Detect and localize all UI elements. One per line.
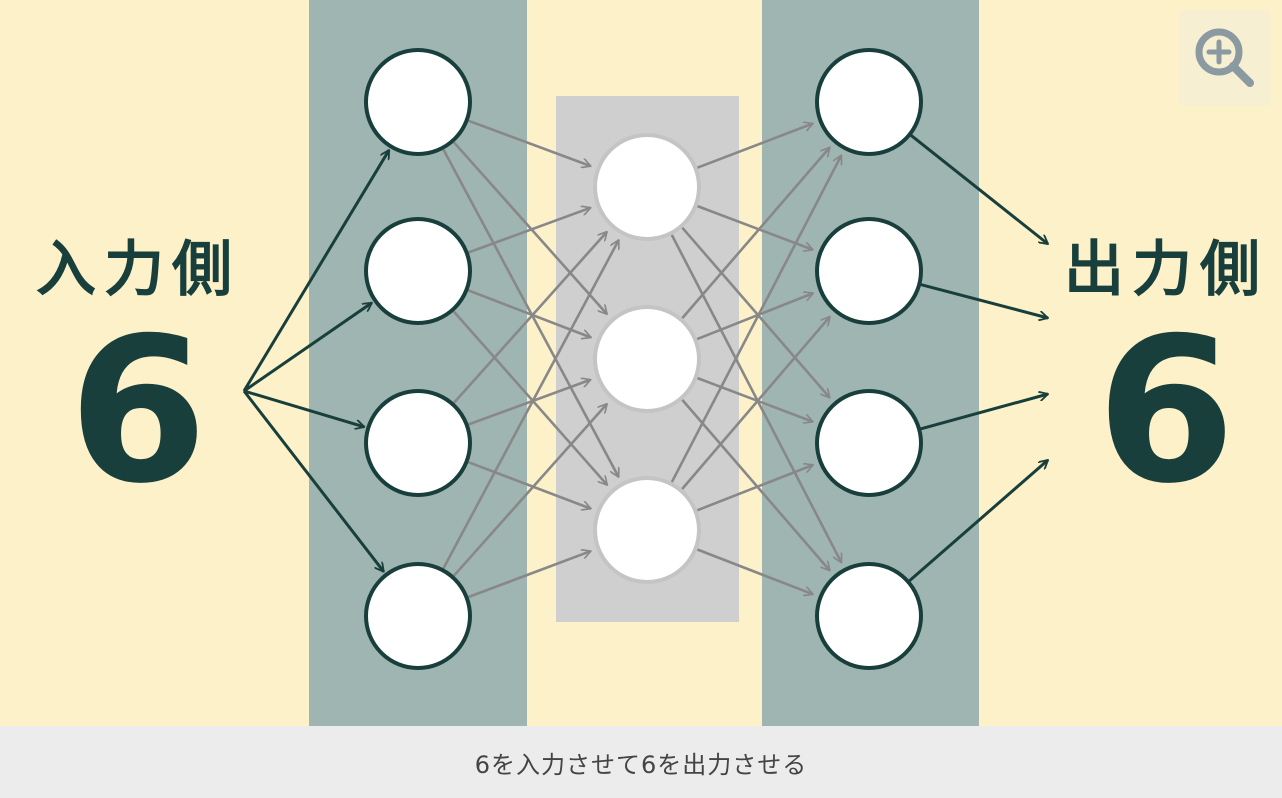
hidden-to-output-arrow [696, 548, 813, 595]
io-connections [242, 133, 1048, 583]
hidden-to-output-arrow [697, 204, 813, 250]
input-count: 6 [68, 295, 207, 528]
output-side-label: 出力側 [1064, 235, 1268, 305]
hidden-node [593, 133, 701, 241]
input-to-hidden-arrow [468, 551, 591, 599]
input-arrow [243, 389, 364, 427]
output-node [815, 217, 923, 325]
hidden-to-output-arrow [670, 234, 843, 563]
zoom-button[interactable] [1179, 10, 1271, 106]
hidden-to-output-arrow [681, 147, 829, 319]
output-count: 6 [1096, 295, 1235, 528]
output-arrow [908, 133, 1048, 244]
input-to-hidden-arrow [452, 310, 607, 485]
hidden-to-output-arrow [681, 399, 829, 571]
input-node [364, 217, 472, 325]
input-node [364, 562, 472, 670]
neural-network-diagram: 入力側 6 出力側 6 [36, 0, 1268, 726]
output-node [815, 562, 923, 670]
hidden-to-output-arrow [681, 317, 830, 490]
input-arrow [242, 390, 385, 572]
input-arrow [242, 150, 391, 392]
input-node [364, 48, 472, 156]
input-to-hidden-arrow [442, 240, 620, 569]
hidden-to-output-arrow [681, 226, 829, 398]
output-arrow [918, 282, 1048, 318]
input-to-hidden-arrow [468, 208, 591, 254]
input-node [364, 389, 472, 497]
figure-caption: 6を入力させて6を出力させる [474, 750, 808, 779]
input-to-hidden-arrow [452, 141, 607, 314]
hidden-to-output-arrow [696, 293, 813, 341]
hidden-to-output-arrow [697, 376, 813, 422]
hidden-to-output-arrow [670, 155, 843, 483]
hidden-to-output-arrow [696, 123, 813, 169]
output-arrow [918, 394, 1048, 431]
input-to-hidden-arrow [468, 380, 591, 426]
input-to-hidden-arrow [453, 232, 607, 404]
hidden-to-output-arrow [696, 465, 813, 512]
input-arrow [243, 301, 372, 393]
output-arrow [907, 460, 1048, 583]
input-to-hidden-arrow [452, 404, 607, 577]
input-side-label: 入力側 [36, 235, 240, 305]
hidden-node [593, 305, 701, 413]
input-to-hidden-arrow [468, 119, 591, 166]
input-to-hidden-arrow [468, 460, 590, 509]
network-nodes [364, 48, 923, 670]
zoom-in-icon [1195, 28, 1254, 87]
hidden-node [593, 476, 701, 584]
output-node [815, 48, 923, 156]
output-node [815, 389, 923, 497]
hidden-connections [442, 119, 843, 599]
caption-bar: 6を入力させて6を出力させる [0, 726, 1282, 798]
